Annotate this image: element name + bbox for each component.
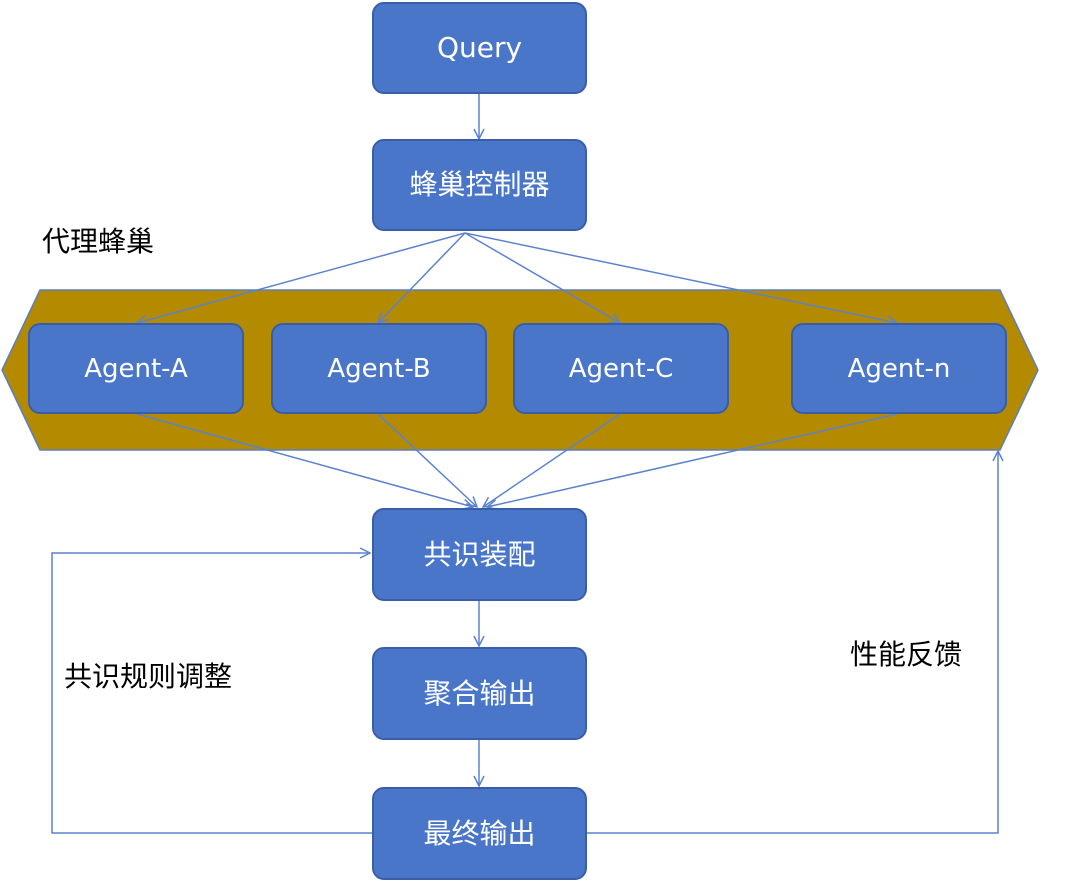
consensus-node: 共识装配 [372,508,587,601]
agent-n-label: Agent-n [847,353,951,384]
agent-b-label: Agent-B [327,353,431,384]
arrow-agent-c-to-consensus [483,413,621,507]
agent-a-label: Agent-A [84,353,188,384]
arrow-rule-adjust-loop [51,553,372,834]
agent-n-node: Agent-n [791,323,1007,414]
feedback-label: 性能反馈 [850,638,963,671]
query-node-label: Query [436,31,523,64]
arrow-controller-to-agent-n [464,232,897,323]
agent-c-label: Agent-C [568,353,674,384]
agent-a-node: Agent-A [28,323,244,414]
query-node: Query [372,2,587,94]
controller-node-label: 蜂巢控制器 [409,168,550,201]
arrow-performance-feedback-loop [587,451,998,834]
arrow-agent-n-to-consensus [487,413,898,507]
arrow-controller-to-agent-c [464,232,620,323]
arrow-agent-a-to-consensus [136,413,473,507]
controller-node: 蜂巢控制器 [372,139,587,231]
consensus-node-label: 共识装配 [423,537,536,571]
arrow-controller-to-agent-b [378,232,466,323]
agent-c-node: Agent-C [513,323,729,414]
arrow-agent-b-to-consensus [377,413,477,507]
final-node: 最终输出 [372,787,587,880]
final-node-label: 最终输出 [423,816,536,850]
aggregate-node-label: 聚合输出 [423,676,536,710]
rule-adjust-label: 共识规则调整 [64,660,233,693]
hive-label: 代理蜂巢 [42,225,155,258]
agent-b-node: Agent-B [271,323,487,414]
aggregate-node: 聚合输出 [372,647,587,740]
arrow-controller-to-agent-a [137,232,466,323]
